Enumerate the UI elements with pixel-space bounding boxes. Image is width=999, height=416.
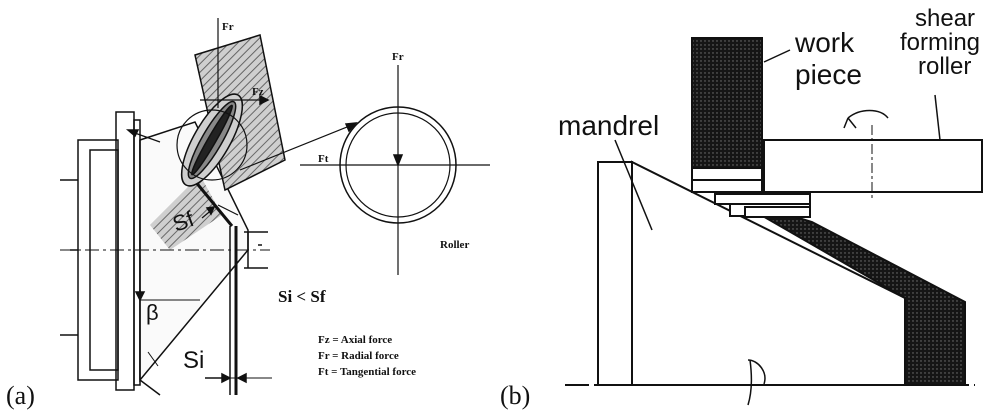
label-forming: forming (900, 29, 980, 56)
shear-forming-roller (763, 139, 983, 193)
label-roller-b: roller (918, 53, 971, 80)
panel-b-labels: work piece shear forming roller mandrel … (500, 5, 980, 410)
roller-detail (300, 65, 490, 275)
label-ft-circle: Ft (318, 153, 329, 165)
label-fz: Fz (252, 86, 264, 98)
work-piece-blank (691, 37, 763, 169)
label-roller: Roller (440, 239, 469, 251)
mandrel-wall (597, 161, 633, 386)
label-work: work (794, 27, 855, 58)
panel-a-labels: Fr Fz Fr Ft Roller Sf β Si Si < Sf Fz = … (6, 21, 469, 410)
panel-a (60, 18, 490, 396)
hub-inner (89, 149, 119, 371)
label-relation: Si < Sf (278, 287, 326, 306)
legend-fr: Fr = Radial force (318, 350, 399, 362)
label-mandrel: mandrel (558, 110, 659, 141)
detail-pointer (239, 124, 353, 171)
label-shear: shear (915, 5, 975, 32)
label-si: Si (183, 347, 204, 374)
label-fr-circle: Fr (392, 51, 404, 63)
hub-outer (77, 139, 119, 381)
legend-fz: Fz = Axial force (318, 334, 392, 346)
label-beta: β (146, 300, 159, 325)
label-piece: piece (795, 59, 862, 90)
label-fr-top: Fr (222, 21, 234, 33)
panel-b (565, 37, 983, 406)
caption-b: (b) (500, 381, 530, 410)
caption-a: (a) (6, 381, 35, 410)
legend-ft: Ft = Tangential force (318, 366, 416, 378)
